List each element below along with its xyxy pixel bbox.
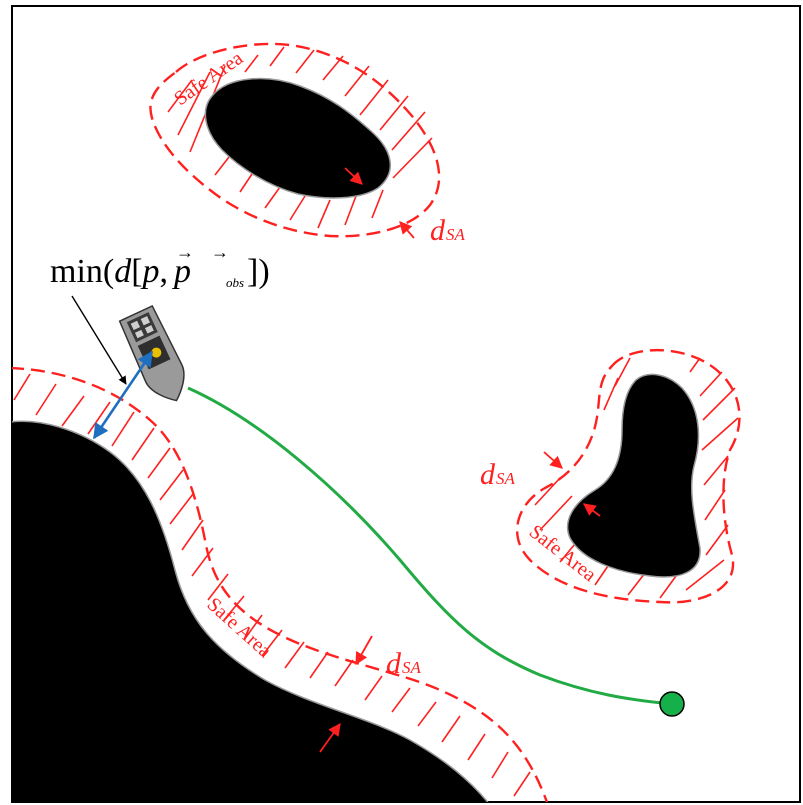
right-dsa-symbol: d bbox=[480, 458, 496, 491]
formula-p: p bbox=[141, 253, 160, 290]
right-dsa-subscript: SA bbox=[496, 469, 516, 488]
top-dsa-label: dSA bbox=[430, 214, 466, 247]
right-inner-arrow bbox=[582, 503, 601, 517]
coast-dsa-subscript: SA bbox=[402, 658, 422, 677]
right-dsa-label: dSA bbox=[480, 458, 516, 491]
formula-pointer-line bbox=[71, 295, 127, 385]
formula-obs-subscript: obs bbox=[226, 275, 244, 290]
right-obstacle bbox=[566, 373, 701, 578]
formula-bracket-close: ]) bbox=[247, 253, 270, 290]
coast-outer-arrow bbox=[355, 635, 373, 666]
formula-comma: , bbox=[160, 253, 169, 290]
coast-inner-arrow bbox=[319, 722, 341, 753]
planned-path bbox=[187, 386, 673, 706]
svg-text:min(d[p,p: min(d[p,p bbox=[50, 253, 191, 290]
top-dsa-subscript: SA bbox=[446, 225, 466, 244]
right-outer-arrow bbox=[543, 451, 563, 469]
top-obstacle bbox=[204, 77, 392, 199]
coast-obstacle bbox=[12, 420, 489, 802]
formula-d: d bbox=[114, 253, 132, 290]
top-outer-arrow bbox=[399, 221, 415, 239]
top-safe-area-boundary bbox=[149, 42, 441, 238]
top-dsa-symbol: d bbox=[430, 214, 446, 247]
top-inner-arrow bbox=[344, 167, 363, 185]
formula-p-obs: p bbox=[172, 253, 191, 290]
coast-dsa-symbol: d bbox=[386, 647, 402, 680]
min-distance-formula: min(d[p,p obs ]) → → bbox=[50, 242, 270, 290]
formula-min: min( bbox=[50, 253, 114, 290]
formula-vector-arrow-p-obs: → bbox=[211, 242, 229, 262]
formula-bracket-open: [ bbox=[131, 253, 142, 290]
min-distance-arrow bbox=[92, 350, 154, 440]
right-hatch-lines bbox=[534, 357, 739, 599]
right-safe-area-boundary bbox=[515, 349, 741, 604]
goal-marker-icon bbox=[659, 691, 685, 717]
formula-vector-arrow-p: → bbox=[176, 242, 194, 262]
right-obstacle-group: Safe Area dSA bbox=[480, 349, 741, 604]
coast-dsa-label: dSA bbox=[386, 647, 422, 680]
